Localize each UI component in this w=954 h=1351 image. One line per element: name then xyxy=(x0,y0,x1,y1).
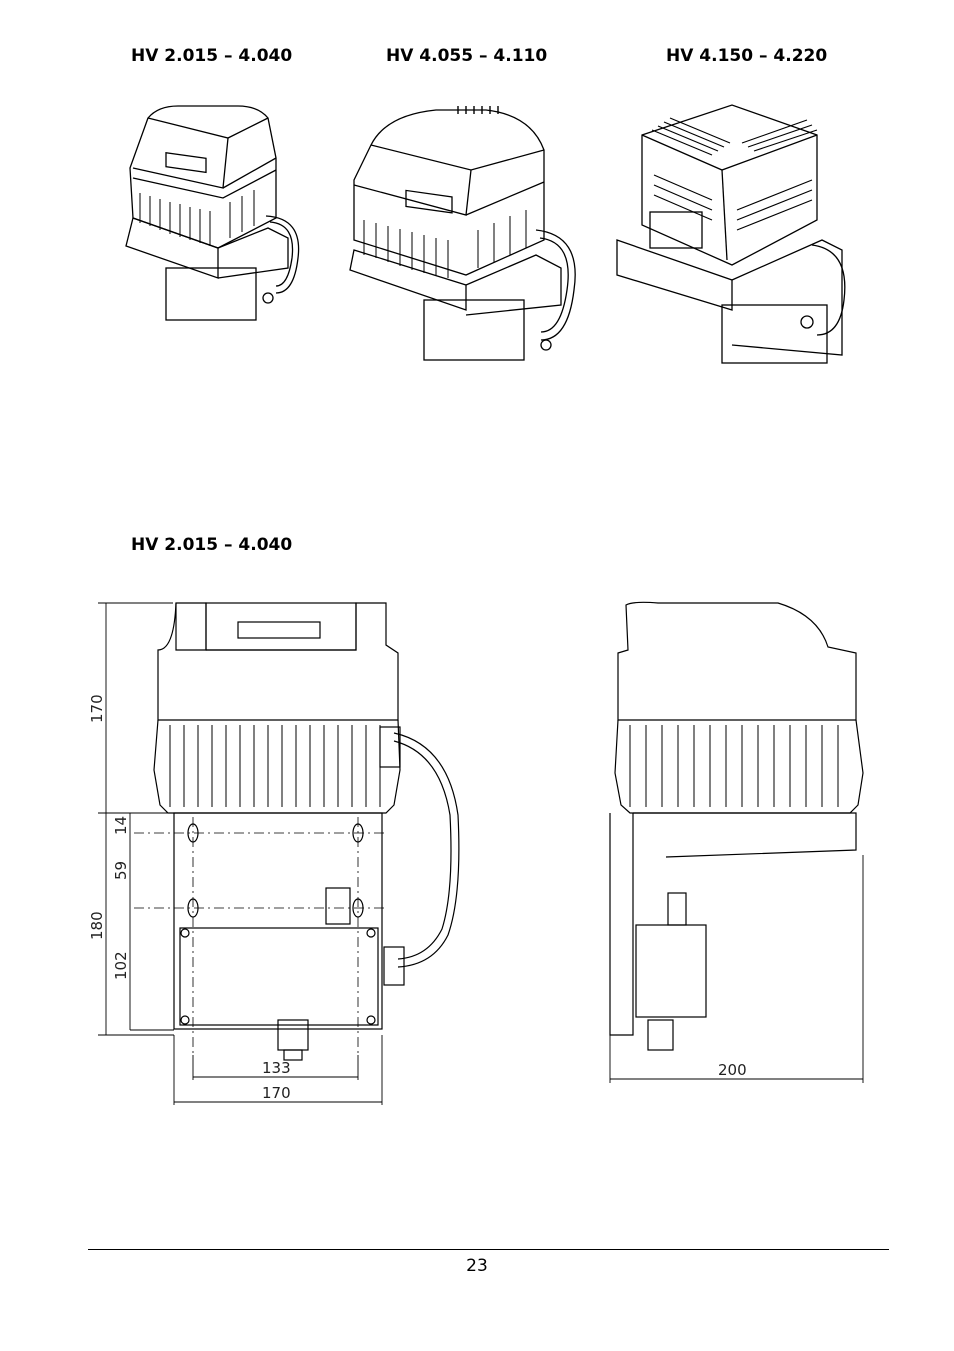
dim-180: 180 xyxy=(88,911,106,940)
dim-59: 59 xyxy=(112,861,130,880)
model-label-hv4150: HV 4.150 – 4.220 xyxy=(666,46,828,66)
inverter-illustration-small xyxy=(125,105,300,321)
drawing-title: HV 2.015 – 4.040 xyxy=(131,535,293,555)
dim-width-170: 170 xyxy=(262,1084,291,1102)
dim-102: 102 xyxy=(112,951,130,980)
inverter-illustration-medium xyxy=(349,106,576,361)
page-number: 23 xyxy=(466,1256,488,1276)
dim-depth-200: 200 xyxy=(718,1061,747,1079)
model-label-hv2015: HV 2.015 – 4.040 xyxy=(131,46,293,66)
dim-133: 133 xyxy=(262,1059,291,1077)
footer-divider xyxy=(88,1249,889,1250)
dimension-drawing: 170 14 59 180 102 133 170 200 xyxy=(88,601,864,1105)
model-label-hv4055: HV 4.055 – 4.110 xyxy=(386,46,548,66)
inverter-illustration-large xyxy=(616,104,846,364)
dim-14: 14 xyxy=(112,816,130,835)
dim-height-170: 170 xyxy=(88,694,106,723)
